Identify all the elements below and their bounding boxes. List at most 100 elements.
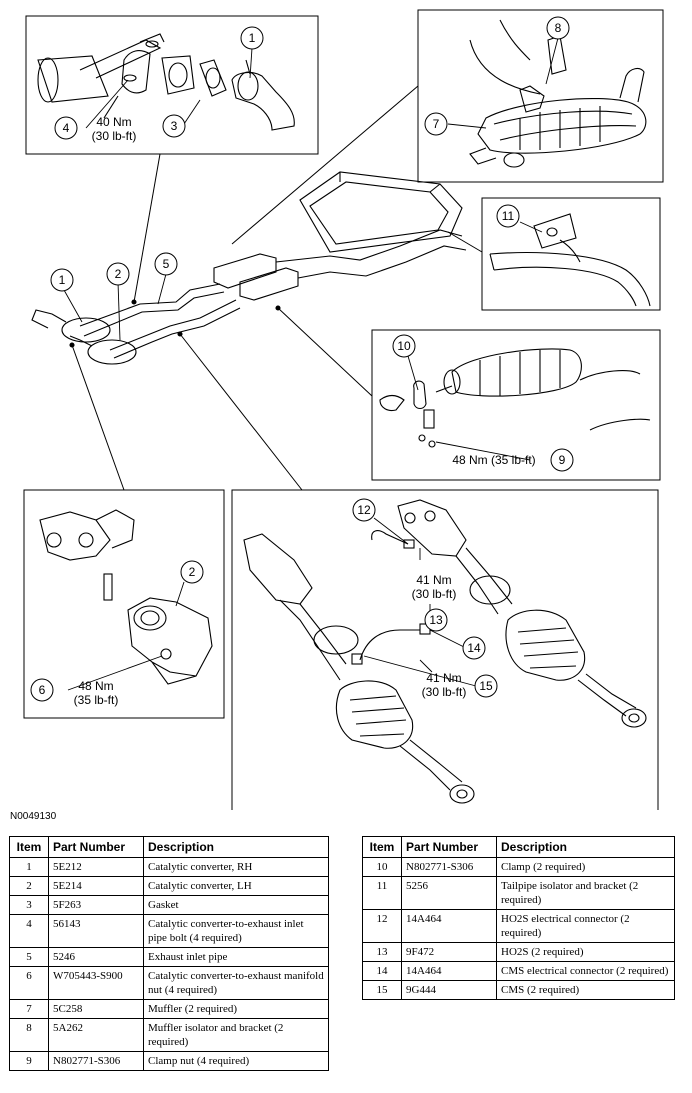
cell-part: 14A464 [401, 961, 497, 981]
cell-item: 6 [9, 966, 49, 1000]
callout-circle-2 [180, 560, 204, 584]
leader-line [231, 85, 419, 245]
callout-circle-9 [550, 448, 574, 472]
column-header-part-number: Part Number [48, 836, 144, 858]
cell-desc: Tailpipe isolator and bracket (2 require… [496, 876, 675, 910]
flange-pipe-illustration [37, 33, 295, 131]
reference-code: N0049130 [10, 811, 57, 822]
cell-item: 7 [9, 999, 49, 1019]
callout-label: 12 [357, 503, 371, 517]
converter-sensor-illustration [243, 499, 647, 804]
callout-circle-10 [392, 334, 416, 358]
callout-circle-12 [352, 498, 376, 522]
cell-part: 9F472 [401, 942, 497, 962]
cell-item: 13 [362, 942, 402, 962]
exhaust-system-diagram: 1 3 4 7 8 11 1 2 5 10 9 2 6 12 13 14 15 … [23, 9, 664, 810]
cell-part: 5246 [48, 947, 144, 967]
muffler-illustration [469, 19, 647, 168]
cell-desc: HO2S (2 required) [496, 942, 675, 962]
column-header-item: Item [362, 836, 402, 858]
cell-item: 2 [9, 876, 49, 896]
cell-item: 15 [362, 980, 402, 1000]
callout-label: 10 [397, 339, 411, 353]
callout-label: 15 [479, 679, 493, 693]
cell-desc: Catalytic converter, RH [143, 857, 329, 877]
cell-desc: Catalytic converter, LH [143, 876, 329, 896]
cell-desc: HO2S electrical connector (2 required) [496, 909, 675, 943]
torque-spec-13: (30 lb-ft) [412, 587, 457, 601]
torque-spec-4: 40 Nm [96, 115, 131, 129]
cell-part: 5A262 [48, 1018, 144, 1052]
column-header-description: Description [496, 836, 675, 858]
callout-label: 1 [59, 273, 66, 287]
callout-circle-15 [474, 674, 498, 698]
cell-desc: Muffler isolator and bracket (2 required… [143, 1018, 329, 1052]
cell-item: 3 [9, 895, 49, 915]
cell-desc: Clamp nut (4 required) [143, 1051, 329, 1071]
cell-part: 5E212 [48, 857, 144, 877]
inset-muffler-detail [417, 9, 664, 183]
callout-label: 13 [429, 613, 443, 627]
clamp-illustration [379, 348, 651, 448]
cell-item: 10 [362, 857, 402, 877]
tailpipe-illustration [489, 213, 651, 307]
cell-desc: Catalytic converter-to-exhaust inlet pip… [143, 914, 329, 948]
callout-label: 5 [163, 257, 170, 271]
torque-spec-6: (35 lb-ft) [74, 693, 119, 707]
cell-part: 56143 [48, 914, 144, 948]
callout-circle-1 [50, 268, 74, 292]
cell-item: 8 [9, 1018, 49, 1052]
callout-circle-3 [162, 114, 186, 138]
inset-clamp-detail [371, 329, 661, 481]
leader-line [133, 153, 161, 303]
cell-item: 12 [362, 909, 402, 943]
manifold-illustration [39, 509, 213, 685]
column-header-item: Item [9, 836, 49, 858]
callout-circle-2 [106, 262, 130, 286]
callout-label: 3 [171, 119, 178, 133]
torque-spec-9: 48 Nm (35 lb-ft) [452, 453, 535, 467]
cell-desc: Clamp (2 required) [496, 857, 675, 877]
cell-item: 1 [9, 857, 49, 877]
cell-part: 5F263 [48, 895, 144, 915]
cell-part: 5E214 [48, 876, 144, 896]
table-header-row: Item Part Number Description [362, 836, 675, 858]
table-header-row: Item Part Number Description [9, 836, 329, 858]
cell-desc: Muffler (2 required) [143, 999, 329, 1019]
torque-spec-13: 41 Nm [416, 573, 451, 587]
callout-circle-14 [462, 636, 486, 660]
callout-circle-5 [154, 252, 178, 276]
column-header-part-number: Part Number [401, 836, 497, 858]
cell-part: W705443-S900 [48, 966, 144, 1000]
leader-line [179, 333, 303, 491]
cell-item: 11 [362, 876, 402, 910]
cell-part: N802771-S306 [48, 1051, 144, 1071]
cell-desc: CMS (2 required) [496, 980, 675, 1000]
cell-desc: Catalytic converter-to-exhaust manifold … [143, 966, 329, 1000]
callout-circle-7 [424, 112, 448, 136]
cell-desc: Exhaust inlet pipe [143, 947, 329, 967]
cell-part: 5256 [401, 876, 497, 910]
callout-label: 4 [63, 121, 70, 135]
callout-circle-8 [546, 16, 570, 40]
callout-label: 2 [189, 565, 196, 579]
callout-circle-11 [496, 204, 520, 228]
callout-group [30, 16, 574, 702]
inset-tailpipe-detail [481, 197, 661, 311]
cell-part: 9G444 [401, 980, 497, 1000]
callout-label: 9 [559, 453, 566, 467]
